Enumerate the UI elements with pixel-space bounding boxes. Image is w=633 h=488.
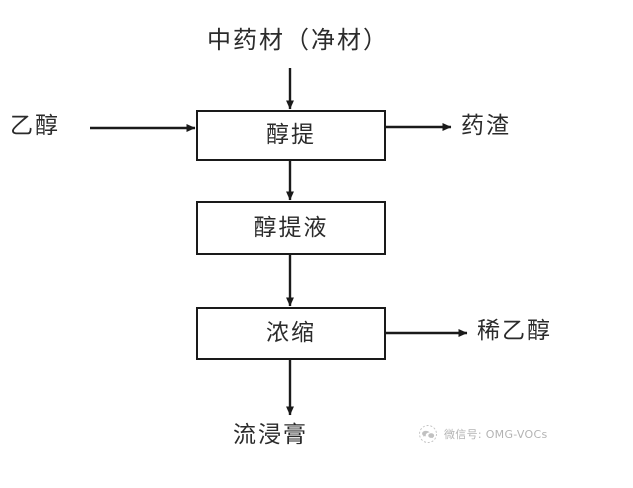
- process-box-label: 醇提: [266, 122, 316, 148]
- watermark: 微信号: OMG-VOCs: [418, 424, 548, 444]
- wechat-icon: [419, 425, 437, 443]
- stream-label-residue: 药渣: [461, 113, 511, 139]
- process-box-concentration: 浓缩: [196, 307, 386, 360]
- stream-label-dilute: 稀乙醇: [477, 318, 552, 344]
- stream-label-ethanol: 乙醇: [10, 113, 60, 139]
- stream-label-herb: 中药材（净材）: [207, 26, 389, 54]
- process-box-alcohol-extraction: 醇提: [196, 110, 386, 161]
- process-box-label: 浓缩: [266, 320, 316, 346]
- watermark-text: 微信号: OMG-VOCs: [444, 428, 548, 441]
- stream-label-fluid-extract: 流浸膏: [233, 422, 308, 448]
- process-box-label: 醇提液: [253, 214, 329, 241]
- process-box-alcohol-extract-liquid: 醇提液: [196, 201, 386, 255]
